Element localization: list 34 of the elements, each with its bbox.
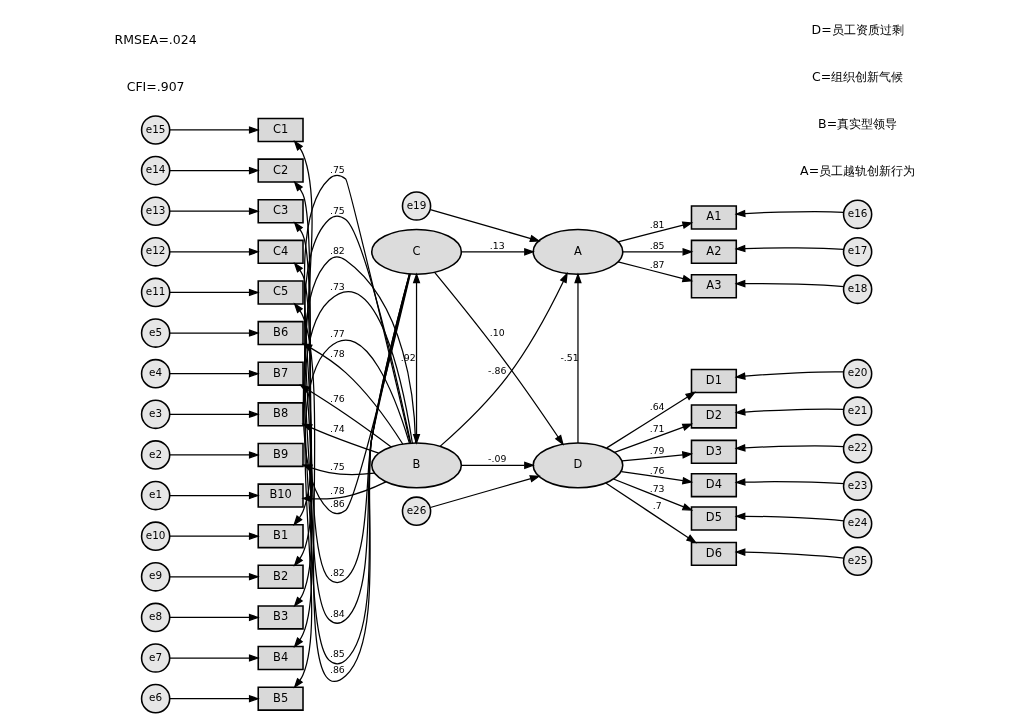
edge-label: .75 <box>329 460 345 472</box>
edge-label: -.86 <box>488 364 507 376</box>
edge-label: .84 <box>329 607 345 619</box>
edge-label: -.09 <box>488 453 507 465</box>
label: D=员工资质过剩 <box>811 22 904 38</box>
edge-label: .74 <box>329 423 345 435</box>
edge-label: .81 <box>649 219 665 231</box>
edge-label: .10 <box>489 327 505 339</box>
edge-label: .85 <box>649 239 665 251</box>
label: RMSEA=.024 <box>114 31 197 47</box>
edge-label: .71 <box>649 423 665 435</box>
edge-label: .76 <box>329 393 345 405</box>
edge-label: .78 <box>329 484 345 496</box>
label: B=真实型领导 <box>818 116 898 131</box>
label: C=组织创新气候 <box>812 69 904 85</box>
edge-label: .76 <box>649 464 665 476</box>
edge-label: .86 <box>329 498 345 510</box>
edge-label: .75 <box>329 204 345 216</box>
edge-label: .85 <box>329 648 345 660</box>
edge-label: .82 <box>329 245 345 257</box>
label: CFI=.907 <box>126 78 185 94</box>
edge-label: .13 <box>489 239 505 251</box>
edge-label: .79 <box>649 445 665 457</box>
edge-label: .75 <box>329 163 345 175</box>
edge-label: .73 <box>329 280 345 292</box>
label: A=员工越轨创新行为 <box>800 162 916 178</box>
edge-label: .73 <box>649 482 665 494</box>
edge-label: .7 <box>652 500 662 512</box>
edge-label: .82 <box>329 566 345 578</box>
edge-label: .86 <box>329 663 345 675</box>
edge-label: .77 <box>329 328 345 340</box>
edge-label: .64 <box>649 401 665 413</box>
edge-label: .78 <box>329 348 345 360</box>
edge-label: .87 <box>649 258 665 270</box>
